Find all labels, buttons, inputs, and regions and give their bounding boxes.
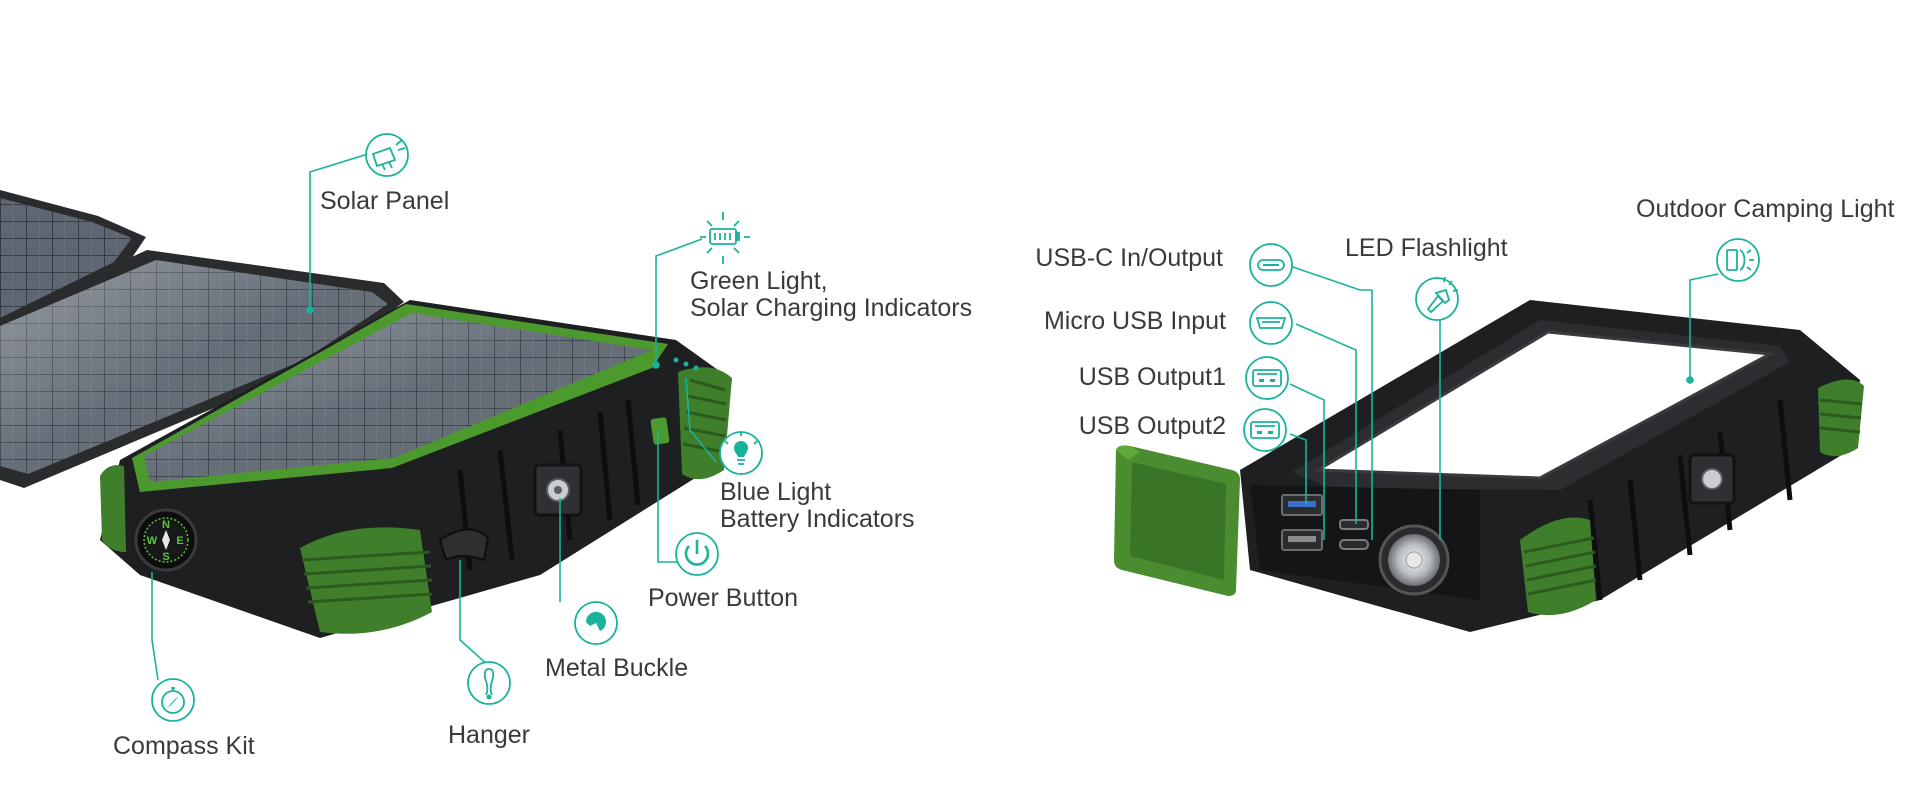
callout-lines <box>151 152 1719 681</box>
compass-icon <box>151 678 195 722</box>
buckle-icon <box>574 601 618 645</box>
usb-c-port-icon <box>1249 243 1293 287</box>
camping-light-icon <box>1716 238 1760 282</box>
power-icon <box>675 532 719 576</box>
camping-light-label: Outdoor Camping Light <box>1636 195 1895 223</box>
metal-buckle-label: Metal Buckle <box>545 654 689 682</box>
blue-light-label-line1: Blue Light <box>720 478 832 506</box>
right-power-bank <box>1114 300 1864 632</box>
compass-kit-label: Compass Kit <box>113 732 255 760</box>
usb-output2-label: USB Output2 <box>1078 412 1226 440</box>
left-rubber-corner-side <box>100 465 126 552</box>
metal-buckle <box>533 463 583 517</box>
led-flashlight-label: LED Flashlight <box>1345 234 1508 262</box>
blue-light-label-line2: Battery Indicators <box>720 505 915 533</box>
compass: N E S W <box>134 508 198 572</box>
micro-usb-port-icon <box>1249 301 1293 345</box>
carabiner-icon <box>467 661 511 705</box>
micro-usb-port <box>1339 519 1369 530</box>
usb-a-port-icon <box>1245 356 1289 400</box>
compass-letter-w: W <box>147 535 158 547</box>
left-power-bank: N E S W <box>0 190 732 638</box>
micro-usb-label: Micro USB Input <box>1043 307 1226 335</box>
extra-solar-panel-2 <box>0 250 404 488</box>
blue-light-label: Blue Light Battery Indicators <box>720 479 915 533</box>
usb-c-port <box>1339 539 1369 550</box>
bulb-icon <box>719 431 763 475</box>
green-light-label: Green Light, Solar Charging Indicators <box>690 268 972 322</box>
green-light-label-line2: Solar Charging Indicators <box>690 294 973 322</box>
hanger-loop <box>438 528 490 562</box>
power-button[interactable] <box>650 417 670 445</box>
compass-letter-s: S <box>162 551 169 563</box>
compass-letter-e: E <box>176 535 183 547</box>
right-rubber-corner-back <box>1818 379 1864 457</box>
battery-icon <box>700 212 750 264</box>
usb-output1-label: USB Output1 <box>1078 363 1226 391</box>
port-cover-flap <box>1114 445 1240 596</box>
hanger-label: Hanger <box>448 721 530 749</box>
usb-c-label: USB-C In/Output <box>1035 244 1223 272</box>
power-button-label: Power Button <box>648 584 799 612</box>
flashlight-icon <box>1415 276 1459 321</box>
camping-light-panel <box>1312 330 1776 480</box>
usb-a-port-icon <box>1243 408 1287 452</box>
compass-letter-n: N <box>162 519 170 531</box>
solar-panel-icon <box>365 133 409 177</box>
green-light-label-line1: Green Light, <box>690 267 828 295</box>
extra-solar-panel-1 <box>0 190 146 330</box>
solar-panel-label: Solar Panel <box>320 187 450 215</box>
